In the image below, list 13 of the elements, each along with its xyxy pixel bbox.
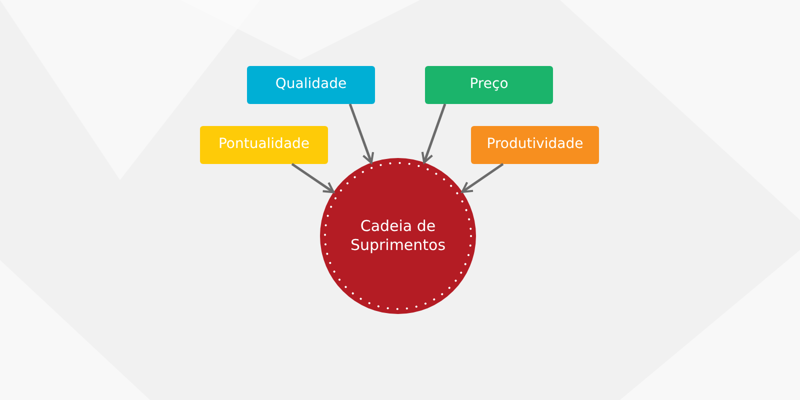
node-label: Preço bbox=[470, 76, 508, 94]
node-label: Pontualidade bbox=[218, 136, 310, 154]
arrow bbox=[421, 104, 446, 164]
node-label: Cadeia de Suprimentos bbox=[349, 217, 447, 255]
label-box bbox=[247, 66, 375, 104]
arrow bbox=[461, 162, 504, 193]
arrow bbox=[291, 162, 335, 194]
label-box bbox=[471, 126, 599, 164]
node-label: Produtividade bbox=[486, 136, 584, 154]
label-box bbox=[200, 126, 328, 164]
arrow bbox=[348, 104, 374, 164]
label-box bbox=[425, 66, 553, 104]
node-label: Qualidade bbox=[275, 76, 347, 94]
